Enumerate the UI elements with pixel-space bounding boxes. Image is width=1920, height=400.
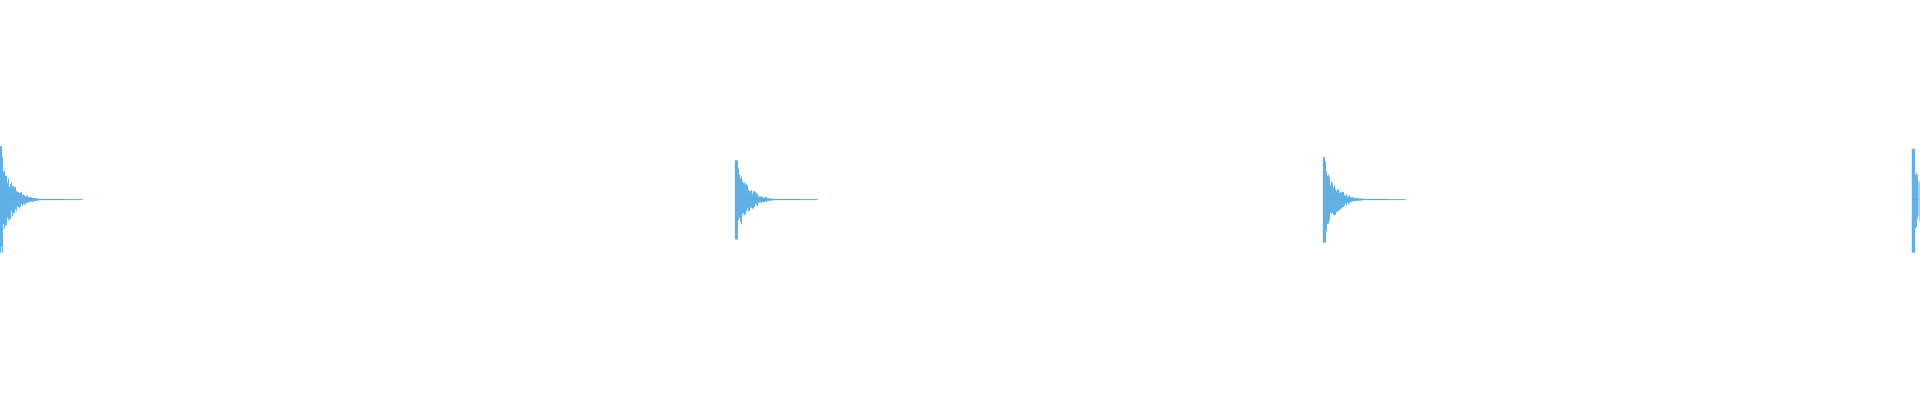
- waveform-transient: [0, 146, 83, 253]
- waveform-transient: [1322, 157, 1406, 243]
- waveform-transient: [734, 160, 818, 240]
- waveform-transient: [1911, 148, 1920, 253]
- waveform-transients: [0, 146, 1920, 253]
